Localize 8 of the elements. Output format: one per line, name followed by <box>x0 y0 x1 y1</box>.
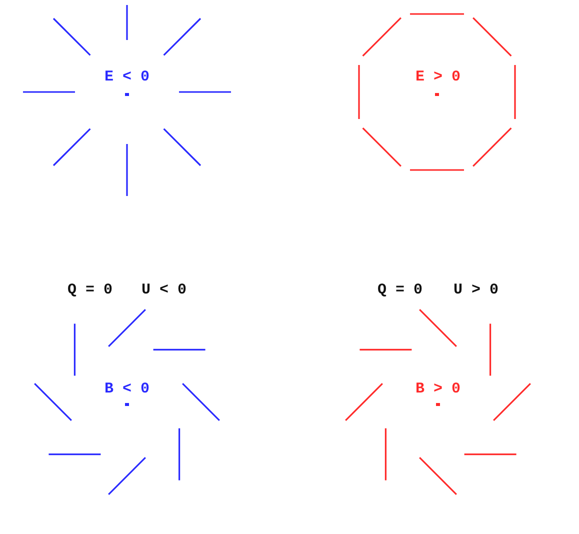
equation-label: U < 0 <box>142 282 186 298</box>
equation-label: B < 0 <box>104 382 150 396</box>
equation-label: B > 0 <box>416 382 460 396</box>
equation-label: Q = 0 <box>68 282 112 298</box>
equation-label: Q = 0 <box>378 282 422 298</box>
equation-label: U > 0 <box>454 282 498 298</box>
equation-label: E > 0 <box>416 70 460 84</box>
equation-label: E < 0 <box>104 70 150 84</box>
